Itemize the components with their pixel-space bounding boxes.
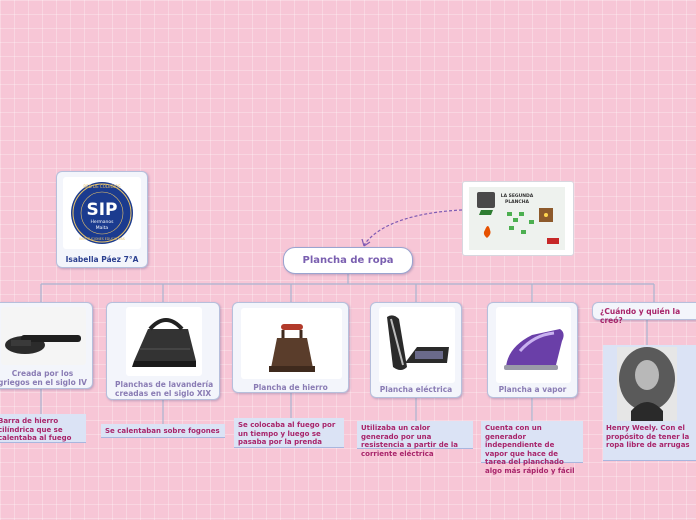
detail-vapor[interactable]: Cuenta con un generador independiente de… — [481, 421, 583, 463]
poster-title-line1: LA SEGUNDA — [501, 193, 534, 199]
branch-caption: Plancha eléctrica — [373, 385, 459, 394]
author-name: Isabella Páez 7°A — [59, 255, 145, 264]
poster-title-line2: PLANCHA — [505, 199, 529, 205]
cast-iron-icon — [241, 308, 342, 379]
laundry-iron-icon — [126, 307, 202, 376]
iron-bar-icon — [1, 307, 86, 365]
detail-hierro[interactable]: Se colocaba al fuego por un tiempo y lue… — [234, 418, 344, 448]
branch-caption: Plancha de hierro — [235, 383, 346, 392]
branch-lavanderia[interactable]: Planchas de lavandería creadas en el sig… — [106, 302, 220, 400]
logo-ring-top: RED DE COLEGIOS — [83, 184, 121, 189]
branch-caption: Planchas de lavandería creadas en el sig… — [115, 380, 217, 398]
branch-griegos[interactable]: Creada por los griegos en el siglo IV — [0, 302, 93, 389]
connector-dashed-poster — [364, 210, 462, 245]
steam-iron-image — [496, 307, 571, 383]
detail-griegos[interactable]: Barra de hierro cilíndrica que se calent… — [0, 414, 86, 443]
electric-iron-image — [379, 307, 455, 383]
electric-iron-icon — [379, 307, 455, 383]
cast-iron-image — [241, 308, 342, 379]
portrait-icon — [617, 347, 677, 421]
branch-caption: Plancha a vapor — [490, 385, 575, 394]
logo-line2: Maita — [96, 225, 109, 231]
poster-image: LA SEGUNDA PLANCHA — [463, 182, 573, 255]
laundry-iron-image — [126, 307, 202, 376]
central-topic[interactable]: Plancha de ropa — [283, 247, 413, 274]
detail-electrica[interactable]: Utilizaba un calor generado por una resi… — [357, 421, 473, 449]
branch-vapor[interactable]: Plancha a vapor — [487, 302, 578, 398]
logo-letters: SIP — [86, 200, 117, 220]
detail-creador[interactable]: Henry Weely. Con el propósito de tener l… — [603, 345, 696, 461]
logo-line1: Hermanos — [90, 219, 114, 225]
branch-hierro[interactable]: Plancha de hierro — [232, 302, 349, 393]
steam-iron-icon — [496, 307, 571, 383]
portrait-image — [617, 347, 677, 421]
iron-bar-image — [1, 307, 86, 365]
branch-caption: ¿Cuándo y quién la creó? — [600, 307, 696, 325]
branch-caption: Creada por los griegos en el siglo IV — [0, 369, 90, 387]
connector-main-bus — [41, 274, 654, 302]
sip-logo-icon: RED DE COLEGIOS SIP Hermanos Maita INSTI… — [63, 177, 141, 249]
branch-electrica[interactable]: Plancha eléctrica — [370, 302, 462, 398]
detail-lavanderia[interactable]: Se calentaban sobre fogones — [101, 424, 225, 438]
creator-text: Henry Weely. Con el propósito de tener l… — [606, 424, 694, 450]
logo-ring-bottom: INSTITUCIONES EDUCATIVAS — [79, 237, 125, 241]
poster-card[interactable]: LA SEGUNDA PLANCHA — [462, 181, 574, 256]
author-card[interactable]: RED DE COLEGIOS SIP Hermanos Maita INSTI… — [56, 171, 148, 268]
logo-image: RED DE COLEGIOS SIP Hermanos Maita INSTI… — [63, 177, 141, 249]
branch-creador[interactable]: ¿Cuándo y quién la creó? — [592, 302, 696, 320]
